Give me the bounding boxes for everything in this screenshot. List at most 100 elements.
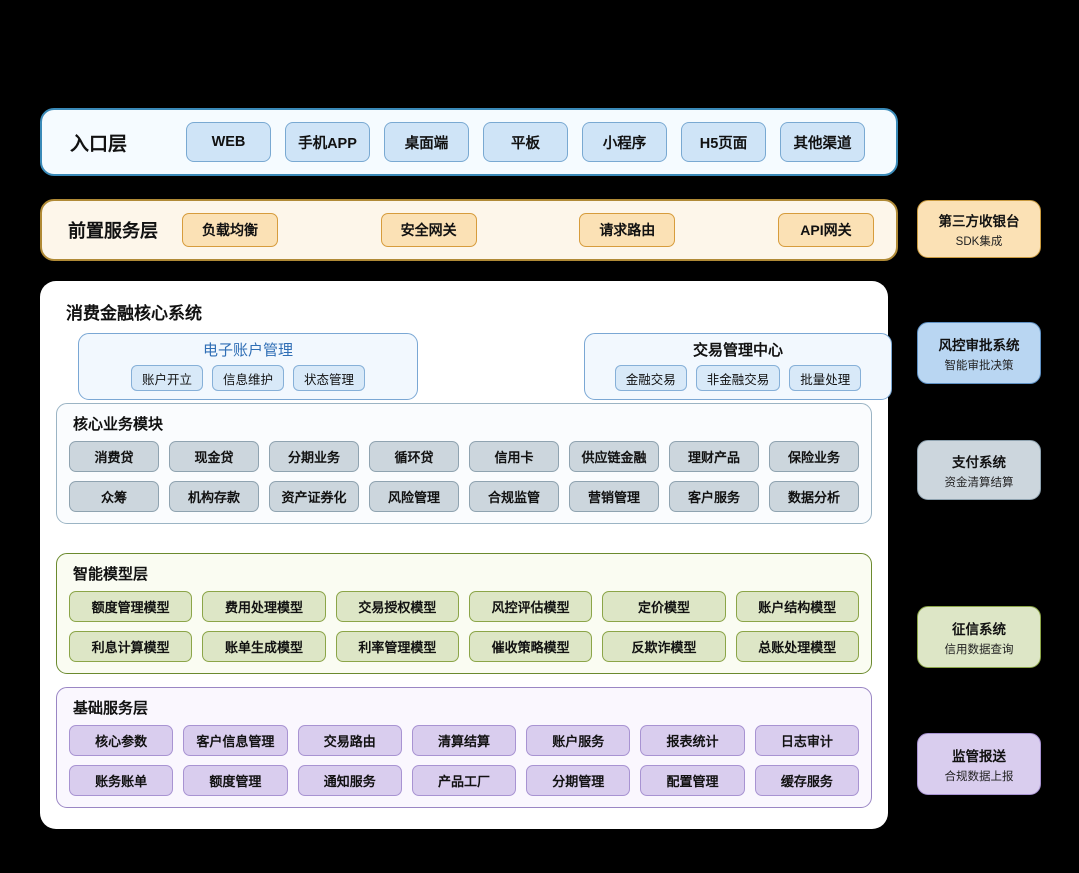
base-chip-account-service[interactable]: 账户服务 <box>526 725 631 756</box>
external-credit-title: 征信系统 <box>952 621 1006 637</box>
business-chip-insurance[interactable]: 保险业务 <box>769 441 859 472</box>
front-service-layer-panel: 前置服务层 负载均衡 安全网关 请求路由 API网关 <box>40 199 898 261</box>
external-regulatory-title: 监管报送 <box>952 748 1006 764</box>
business-chip-crowdfunding[interactable]: 众筹 <box>69 481 159 512</box>
business-chip-consumer-loan[interactable]: 消费贷 <box>69 441 159 472</box>
core-business-row-1: 消费贷 现金贷 分期业务 循环贷 信用卡 供应链金融 理财产品 保险业务 <box>69 441 859 472</box>
base-service-layer-title: 基础服务层 <box>73 700 149 717</box>
trade-chip-non-financial[interactable]: 非金融交易 <box>695 365 781 391</box>
transaction-center-chip-list: 金融交易 非金融交易 批量处理 <box>595 365 881 391</box>
external-cashier-subtitle: SDK集成 <box>955 235 1003 248</box>
transaction-center-title: 交易管理中心 <box>692 342 783 359</box>
trade-chip-batch[interactable]: 批量处理 <box>789 365 862 391</box>
business-chip-compliance[interactable]: 合规监管 <box>469 481 559 512</box>
external-risk-title: 风控审批系统 <box>938 337 1020 353</box>
account-chip-info-maint[interactable]: 信息维护 <box>211 365 284 391</box>
core-business-layer-title: 核心业务模块 <box>73 416 164 433</box>
external-regulatory-subtitle: 合规数据上报 <box>944 770 1014 783</box>
electronic-account-panel: 电子账户管理 账户开立 信息维护 状态管理 <box>78 333 418 400</box>
core-subpanel-row: 电子账户管理 账户开立 信息维护 状态管理 交易管理中心 金融交易 非金融交易 … <box>56 333 892 409</box>
model-chip-anti-fraud[interactable]: 反欺诈模型 <box>602 631 726 662</box>
external-credit-subtitle: 信用数据查询 <box>944 643 1014 656</box>
business-chip-data-analysis[interactable]: 数据分析 <box>769 481 859 512</box>
electronic-account-title: 电子账户管理 <box>202 342 293 359</box>
base-chip-cache-service[interactable]: 缓存服务 <box>754 765 859 796</box>
external-system-third-party-cashier[interactable]: 第三方收银台 SDK集成 <box>917 200 1041 258</box>
model-chip-trade-auth[interactable]: 交易授权模型 <box>335 591 459 622</box>
entry-chip-miniprogram[interactable]: 小程序 <box>582 122 667 162</box>
transaction-center-panel: 交易管理中心 金融交易 非金融交易 批量处理 <box>584 333 892 400</box>
external-payment-subtitle: 资金清算结算 <box>944 476 1014 489</box>
entry-chip-mobile-app[interactable]: 手机APP <box>285 122 370 162</box>
base-chip-product-factory[interactable]: 产品工厂 <box>411 765 517 796</box>
base-chip-notification[interactable]: 通知服务 <box>297 765 402 796</box>
model-chip-risk-eval[interactable]: 风控评估模型 <box>468 591 593 622</box>
business-chip-risk-management[interactable]: 风险管理 <box>369 481 459 512</box>
external-cashier-title: 第三方收银台 <box>938 213 1020 229</box>
trade-chip-financial[interactable]: 金融交易 <box>614 365 687 391</box>
front-chip-security-gateway[interactable]: 安全网关 <box>380 213 477 247</box>
core-system-panel: 消费金融核心系统 电子账户管理 账户开立 信息维护 状态管理 交易管理中心 金融… <box>40 281 892 829</box>
base-service-row-1: 核心参数 客户信息管理 交易路由 清算结算 账户服务 报表统计 日志审计 <box>69 725 859 756</box>
business-chip-credit-card[interactable]: 信用卡 <box>469 441 559 472</box>
front-chip-load-balancer[interactable]: 负载均衡 <box>182 213 278 247</box>
core-business-layer: 核心业务模块 消费贷 现金贷 分期业务 循环贷 信用卡 供应链金融 理财产品 保… <box>56 403 872 524</box>
business-chip-supply-chain[interactable]: 供应链金融 <box>569 441 659 472</box>
front-chip-api-gateway[interactable]: API网关 <box>777 213 874 247</box>
entry-layer-panel: 入口层 WEB 手机APP 桌面端 平板 小程序 H5页面 其他渠道 <box>40 108 898 176</box>
business-chip-securitization[interactable]: 资产证券化 <box>269 481 359 512</box>
external-system-credit-reference[interactable]: 征信系统 信用数据查询 <box>917 606 1041 668</box>
base-chip-trade-routing[interactable]: 交易路由 <box>297 725 402 756</box>
electronic-account-chip-list: 账户开立 信息维护 状态管理 <box>89 365 407 391</box>
business-chip-customer-service[interactable]: 客户服务 <box>669 481 759 512</box>
base-chip-clearing[interactable]: 清算结算 <box>411 725 517 756</box>
base-chip-config-mgmt[interactable]: 配置管理 <box>640 765 745 796</box>
model-chip-credit-limit[interactable]: 额度管理模型 <box>69 591 193 622</box>
base-service-layer: 基础服务层 核心参数 客户信息管理 交易路由 清算结算 账户服务 报表统计 日志… <box>56 687 872 808</box>
account-chip-open[interactable]: 账户开立 <box>130 365 203 391</box>
entry-layer-title: 入口层 <box>70 133 128 155</box>
business-chip-institution-deposit[interactable]: 机构存款 <box>169 481 259 512</box>
business-chip-marketing[interactable]: 营销管理 <box>569 481 659 512</box>
base-chip-accounting-bill[interactable]: 账务账单 <box>69 765 174 796</box>
business-chip-revolving-loan[interactable]: 循环贷 <box>369 441 459 472</box>
base-chip-customer-info[interactable]: 客户信息管理 <box>183 725 288 756</box>
model-layer-row-2: 利息计算模型 账单生成模型 利率管理模型 催收策略模型 反欺诈模型 总账处理模型 <box>69 631 859 662</box>
account-chip-status-mgmt[interactable]: 状态管理 <box>293 365 366 391</box>
base-chip-core-params[interactable]: 核心参数 <box>69 725 174 756</box>
base-chip-installment-mgmt[interactable]: 分期管理 <box>526 765 631 796</box>
model-layer-row-1: 额度管理模型 费用处理模型 交易授权模型 风控评估模型 定价模型 账户结构模型 <box>69 591 859 622</box>
base-chip-reporting[interactable]: 报表统计 <box>640 725 745 756</box>
model-layer: 智能模型层 额度管理模型 费用处理模型 交易授权模型 风控评估模型 定价模型 账… <box>56 553 872 674</box>
business-chip-wealth-product[interactable]: 理财产品 <box>669 441 759 472</box>
external-system-risk-approval[interactable]: 风控审批系统 智能审批决策 <box>917 322 1041 384</box>
model-chip-collection-strategy[interactable]: 催收策略模型 <box>468 631 593 662</box>
external-system-payment[interactable]: 支付系统 资金清算结算 <box>917 440 1041 500</box>
model-chip-interest-calc[interactable]: 利息计算模型 <box>69 631 193 662</box>
front-chip-request-routing[interactable]: 请求路由 <box>579 213 676 247</box>
base-chip-log-audit[interactable]: 日志审计 <box>754 725 859 756</box>
model-chip-general-ledger[interactable]: 总账处理模型 <box>735 631 859 662</box>
front-service-chip-list: 负载均衡 安全网关 请求路由 API网关 <box>182 213 880 247</box>
model-chip-bill-generation[interactable]: 账单生成模型 <box>202 631 326 662</box>
external-payment-title: 支付系统 <box>952 454 1006 470</box>
entry-layer-chip-list: WEB 手机APP 桌面端 平板 小程序 H5页面 其他渠道 <box>186 122 880 162</box>
model-chip-account-structure[interactable]: 账户结构模型 <box>735 591 859 622</box>
model-chip-fee-processing[interactable]: 费用处理模型 <box>202 591 326 622</box>
entry-chip-h5[interactable]: H5页面 <box>681 122 766 162</box>
business-chip-cash-loan[interactable]: 现金贷 <box>169 441 259 472</box>
base-chip-limit-management[interactable]: 额度管理 <box>183 765 288 796</box>
core-business-row-2: 众筹 机构存款 资产证券化 风险管理 合规监管 营销管理 客户服务 数据分析 <box>69 481 859 512</box>
model-layer-title: 智能模型层 <box>73 566 149 583</box>
model-chip-pricing[interactable]: 定价模型 <box>602 591 726 622</box>
front-service-layer-title: 前置服务层 <box>68 221 158 241</box>
business-chip-installment[interactable]: 分期业务 <box>269 441 359 472</box>
model-chip-rate-management[interactable]: 利率管理模型 <box>335 631 459 662</box>
external-system-regulatory-reporting[interactable]: 监管报送 合规数据上报 <box>917 733 1041 795</box>
base-service-row-2: 账务账单 额度管理 通知服务 产品工厂 分期管理 配置管理 缓存服务 <box>69 765 859 796</box>
entry-chip-other[interactable]: 其他渠道 <box>780 122 865 162</box>
entry-chip-tablet[interactable]: 平板 <box>483 122 568 162</box>
entry-chip-desktop[interactable]: 桌面端 <box>384 122 469 162</box>
entry-chip-web[interactable]: WEB <box>186 122 271 162</box>
